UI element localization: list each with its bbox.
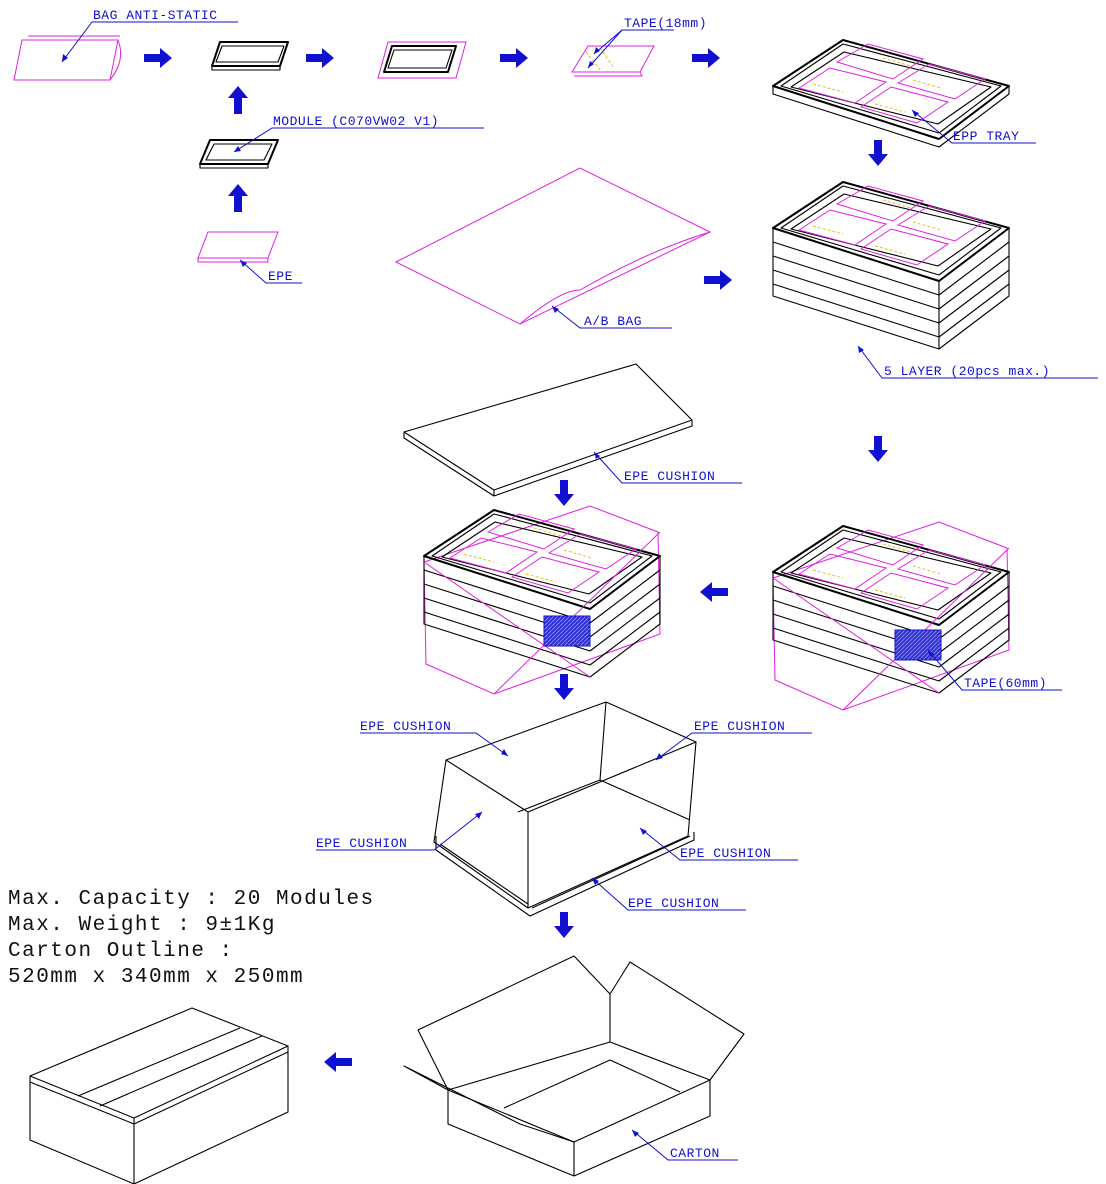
ab-bag-drawing	[394, 167, 712, 325]
five-layer-stack-drawing	[772, 181, 1010, 350]
spec-capacity: Max. Capacity : 20 Modules	[8, 888, 375, 911]
closed-carton-drawing	[29, 1007, 289, 1184]
label-carton: CARTON	[670, 1146, 720, 1161]
arrow-down-1	[868, 140, 888, 166]
arrow-down-2	[868, 436, 888, 462]
label-tape-60mm: TAPE(60mm)	[964, 676, 1047, 691]
label-epe-cushion-bottom: EPE CUSHION	[628, 896, 719, 911]
spec-weight: Max. Weight : 9±1Kg	[8, 914, 276, 937]
label-epe-cushion-back-right: EPE CUSHION	[694, 719, 785, 734]
label-epe-cushion-left: EPE CUSHION	[316, 836, 407, 851]
arrow-left-1	[700, 582, 728, 602]
open-carton-drawing	[403, 955, 745, 1177]
arrow-right-5	[704, 270, 732, 290]
arrow-down-3	[554, 480, 574, 506]
label-epe-cushion-top: EPE CUSHION	[624, 469, 715, 484]
arrow-down-5	[554, 912, 574, 938]
label-tape-18mm: TAPE(18mm)	[624, 16, 707, 31]
taped-stack-drawing	[772, 521, 1010, 711]
module-in-tray-drawing	[211, 41, 289, 71]
arrow-right-1	[144, 48, 172, 68]
cushion-box-drawing	[433, 701, 697, 917]
arrow-up-1	[228, 86, 248, 114]
epp-tray-drawing	[772, 39, 1010, 148]
label-ab-bag: A/B BAG	[584, 314, 642, 329]
arrow-up-2	[228, 184, 248, 212]
label-epe-cushion-right: EPE CUSHION	[680, 846, 771, 861]
flow-arrows	[144, 48, 888, 1072]
arrow-down-4	[554, 674, 574, 700]
spec-outline-dimensions: 520mm x 340mm x 250mm	[8, 966, 304, 989]
taped-bag-drawing	[571, 45, 655, 77]
module-drawing	[199, 139, 279, 169]
arrow-left-2	[324, 1052, 352, 1072]
label-epp-tray: EPP TRAY	[953, 129, 1019, 144]
label-epe: EPE	[268, 269, 293, 284]
leader-lines	[61, 21, 1098, 1161]
carton-specs: Max. Capacity : 20 Modules Max. Weight :…	[8, 888, 375, 989]
spec-outline-label: Carton Outline :	[8, 940, 234, 963]
label-module: MODULE (C070VW02 V1)	[273, 114, 439, 129]
arrow-right-3	[500, 48, 528, 68]
epe-sheet-drawing	[197, 231, 279, 263]
arrow-right-2	[306, 48, 334, 68]
label-bag-anti-static: BAG ANTI-STATIC	[93, 8, 218, 23]
epe-cushion-board-drawing	[403, 363, 693, 497]
label-epe-cushion-back-left: EPE CUSHION	[360, 719, 451, 734]
module-in-bag-drawing	[377, 41, 467, 79]
wrapped-stack-drawing	[423, 505, 661, 695]
arrow-right-4	[692, 48, 720, 68]
label-five-layer: 5 LAYER (20pcs max.)	[884, 364, 1050, 379]
anti-static-bag-drawing	[13, 35, 122, 81]
